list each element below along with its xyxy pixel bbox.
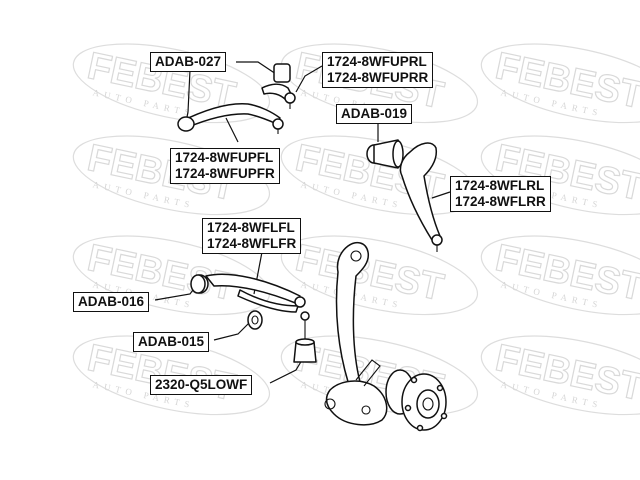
label-text-line1: 1724-8WFLRL	[455, 178, 545, 193]
leader-lower-rear	[431, 191, 451, 199]
label-text-line2: 1724-8WFLFR	[207, 236, 297, 251]
leader-adab-027	[236, 61, 277, 75]
label-text: ADAB-027	[155, 54, 222, 69]
lower-rear-control-arm	[399, 142, 443, 252]
steering-knuckle	[324, 241, 388, 426]
label-adab-019: ADAB-019	[336, 104, 413, 124]
label-upper-front-arm: 1724-8WFUPFL 1724-8WFUPFR	[170, 148, 280, 184]
leader-upper-rear	[295, 65, 323, 93]
wheel-hub	[385, 369, 448, 432]
adab-019-bushing	[366, 139, 404, 169]
label-text: ADAB-019	[341, 106, 408, 121]
label-lower-front-arm: 1724-8WFLFL 1724-8WFLFR	[202, 218, 302, 254]
upper-front-control-arm	[177, 103, 284, 134]
ball-joint	[293, 311, 317, 363]
label-text-line1: 1724-8WFUPRL	[327, 54, 427, 69]
label-upper-rear-arm: 1724-8WFUPRL 1724-8WFUPRR	[322, 52, 434, 88]
label-text: 2320-Q5LOWF	[155, 377, 248, 392]
label-text-line1: 1724-8WFUPFL	[175, 150, 274, 165]
leader-upper-front	[225, 117, 239, 143]
label-adab-015: ADAB-015	[133, 332, 210, 352]
label-text-line2: 1724-8WFLRR	[455, 194, 546, 209]
adab-015-bushing	[247, 310, 263, 330]
upper-rear-control-arm	[261, 63, 296, 109]
leader-adab-015	[213, 321, 251, 341]
leader-ball-joint	[269, 359, 303, 384]
label-text: ADAB-015	[138, 334, 205, 349]
label-adab-027: ADAB-027	[150, 52, 227, 72]
label-text-line2: 1724-8WFUPRR	[327, 70, 429, 85]
label-lower-rear-arm: 1724-8WFLRL 1724-8WFLRR	[450, 176, 551, 212]
label-text-line2: 1724-8WFUPFR	[175, 166, 275, 181]
label-text: ADAB-016	[78, 294, 145, 309]
label-ball-joint: 2320-Q5LOWF	[150, 375, 253, 395]
label-adab-016: ADAB-016	[73, 292, 150, 312]
adab-016-bushing	[190, 274, 206, 294]
label-text-line1: 1724-8WFLFL	[207, 220, 295, 235]
